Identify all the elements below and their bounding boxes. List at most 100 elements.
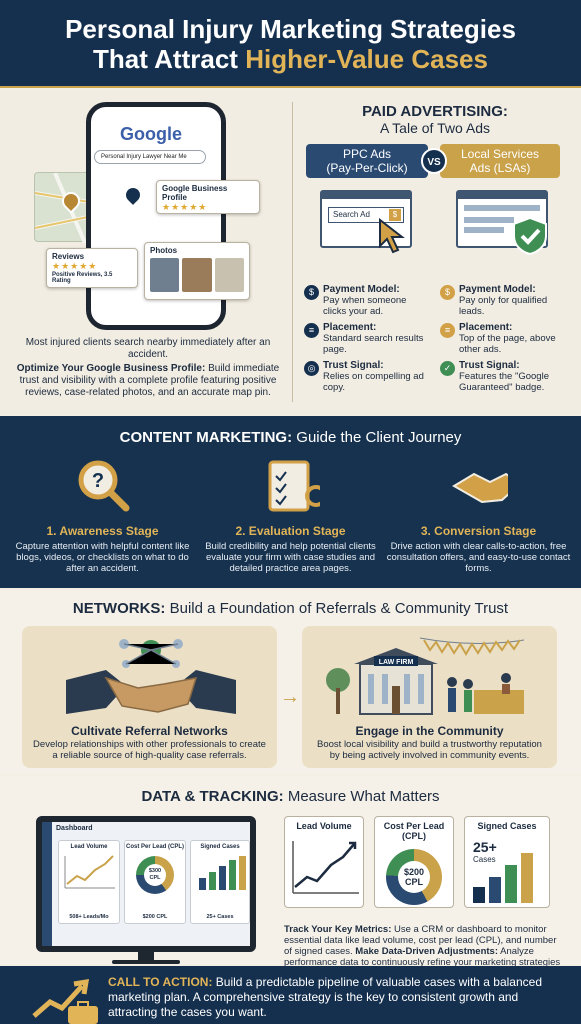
dashboard-sidebar [42,822,52,946]
lsa-label: Local Services Ads (LSAs) [440,144,560,178]
clipboard-gear-icon [262,456,320,514]
ppc-placement-title: Placement: [323,322,377,333]
ppc-trust-signal: ◎Trust Signal:Relies on compelling ad co… [304,360,432,393]
google-guaranteed-shield-icon [513,216,547,256]
growth-briefcase-icon [32,978,98,1024]
gbp-caption-2: Optimize Your Google Business Profile: B… [10,363,286,399]
list-icon: ≡ [440,323,455,338]
bar-chart-icon [199,856,246,890]
mini-value: 508+ Leads/Mo [69,914,109,920]
gbp-caption-2-text: Build immediate trust and visibility wit… [19,363,280,398]
section-content-marketing: CONTENT MARKETING: Guide the Client Jour… [0,416,581,588]
content-heading-bold: CONTENT MARKETING: [119,429,293,446]
stage-text: Build credibility and help potential cli… [205,541,376,574]
content-heading: CONTENT MARKETING: Guide the Client Jour… [0,429,581,446]
stage-conversion: 3. Conversion Stage Drive action with cl… [386,456,571,574]
section-divider [292,102,293,402]
photo-thumbnails [150,258,244,292]
dollar-icon: $ [389,209,401,221]
ppc-trust-title: Trust Signal: [323,360,384,371]
lsa-trust-title: Trust Signal: [459,360,520,371]
data-heading-bold: DATA & TRACKING: [141,788,284,805]
reviews-text: Positive Reviews, 3.5 Rating [52,272,113,284]
bar-chart-icon [473,853,533,903]
handshake-phone-icon [450,456,508,514]
photos-card: Photos [144,242,250,300]
metrics-bold: Track Your Key Metrics: [284,924,392,935]
profile-card-title: Google Business Profile [162,184,228,202]
donut-center-value: $200 CPL [398,861,430,893]
cta-body: Build a predictable pipeline of valuable… [108,975,542,1019]
adjustments-bold: Make Data-Driven Adjustments: [355,946,499,957]
donut-chart-icon: $200 CPL [386,849,442,905]
google-logo: Google [120,124,182,144]
ppc-placement-text: Standard search results page. [323,333,424,355]
paid-subheading: A Tale of Two Ads [379,120,490,136]
mini-lead-volume: Lead Volume 508+ Leads/Mo [58,840,120,924]
section-gbp-paid: Google Personal Injury Lawyer Near Me Go… [0,90,581,415]
ppc-payment-model: $Payment Model:Pay when someone clicks y… [304,284,432,317]
cta-text: CALL TO ACTION: Build a predictable pipe… [108,975,570,1020]
lsa-placement: ≡Placement:Top of the page, above other … [440,322,568,355]
referral-networks-card: Cultivate Referral Networks Develop rela… [22,626,277,768]
ppc-placement: ≡ Placement:Standard search results page. [304,322,432,355]
ppc-window-bar [322,192,410,199]
photos-title: Photos [150,246,178,255]
lsa-line-3 [464,227,504,233]
title-line-2-prefix: That Attract [93,44,238,74]
call-to-action-banner: CALL TO ACTION: Build a predictable pipe… [0,966,581,1024]
card-lead-volume: Lead Volume [284,816,364,908]
section-networks: NETWORKS: Build a Foundation of Referral… [0,590,581,774]
check-circle-icon: ✓ [440,361,455,376]
mini-value: 25+ Cases [206,914,234,920]
card-title: Signed Cases [477,821,537,831]
referral-text: Develop relationships with other profess… [33,739,266,761]
lsa-payment-model: $Payment Model:Pay only for qualified le… [440,284,568,317]
mini-title: Cost Per Lead (CPL) [125,844,184,850]
ppc-payment-text: Pay when someone clicks your ad. [323,295,407,317]
gbp-caption-1: Most injured clients search nearby immed… [25,337,271,360]
arrow-right-icon: → [280,686,300,708]
mini-donut-center: $300 CPL [144,864,166,886]
mini-title: Signed Cases [200,844,240,850]
dollar-circle-icon: $ [304,285,319,300]
handshake-network-icon [66,639,236,714]
data-heading: DATA & TRACKING: Measure What Matters [0,788,581,805]
monitor-neck [138,952,154,962]
mini-title: Lead Volume [70,844,108,850]
ppc-trust-text: Relies on compelling ad copy. [323,371,424,393]
mini-value: $200 CPL [142,914,168,920]
lsa-line-1 [464,205,540,211]
line-chart-icon [292,841,359,894]
gbp-caption-2-bold: Optimize Your Google Business Profile: [16,363,206,374]
cursor-icon [379,218,405,254]
list-icon: ≡ [304,323,319,338]
ppc-window-illustration: Search Ad $ [320,190,412,248]
photo-building-icon [214,258,244,292]
line-chart-icon [64,855,115,889]
lsa-trust-signal: ✓Trust Signal:Features the "Google Guara… [440,360,568,393]
reviews-card: Reviews ★★★★★ Positive Reviews, 3.5 Rati… [46,248,138,288]
reviews-star-icons: ★★★★★ [52,261,98,271]
vs-badge: VS [421,148,447,174]
stage-title: 2. Evaluation Stage [235,524,346,538]
community-title: Engage in the Community [355,724,504,738]
signed-cases-small: Cases [473,855,496,864]
lsa-placement-text: Top of the page, above other ads. [459,333,556,355]
paid-heading: PAID ADVERTISING: [362,103,508,120]
law-firm-sign: LAW FIRM [379,659,414,666]
signed-cases-big: 25+ [473,839,497,855]
community-event-icon: LAW FIRM [326,637,525,715]
photo-office-icon [182,258,212,292]
card-title: Lead Volume [296,821,352,831]
mini-signed-cases: Signed Cases 25+ Cases [190,840,250,924]
svg-text:?: ? [91,470,103,492]
referral-title: Cultivate Referral Networks [71,724,228,738]
section-data-tracking: DATA & TRACKING: Measure What Matters Da… [0,776,581,979]
dashboard-label: Dashboard [56,825,93,832]
stage-text: Drive action with clear calls-to-action,… [386,541,571,574]
title-highlight: Higher-Value Cases [245,44,488,74]
header-banner: Personal Injury Marketing Strategies Tha… [0,0,581,88]
stage-title: 1. Awareness Stage [46,524,159,538]
lsa-line-2 [464,217,514,223]
